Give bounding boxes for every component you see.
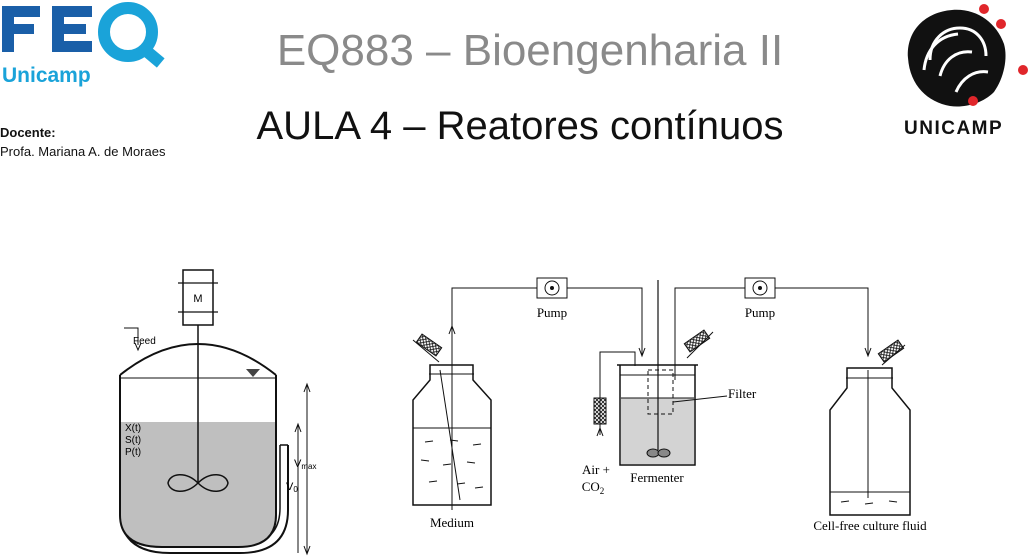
instructor-name: Profa. Mariana A. de Moraes (0, 144, 166, 159)
product-label: P(t) (125, 447, 141, 458)
instructor-label: Docente: (0, 125, 56, 140)
fermenter-label: Fermenter (630, 470, 684, 485)
reactor-liquid (120, 422, 276, 547)
medium-air-filter-icon (412, 333, 443, 363)
fermenter-vent-filter-icon (683, 329, 714, 359)
medium-feed-tube (451, 287, 537, 510)
pump-right-label: Pump (745, 305, 775, 320)
impeller-icon (167, 474, 229, 492)
feq-logo-letters (2, 2, 165, 68)
air-label: Air + (582, 462, 610, 477)
cell-free-vent-filter-icon (877, 339, 906, 366)
filter-label: Filter (728, 386, 757, 401)
pump-left-label: Pump (537, 305, 567, 320)
pump-left-icon (536, 277, 568, 299)
fermenter-vessel (617, 280, 698, 466)
biomass-label: X(t) (125, 423, 141, 434)
pump-right-icon (744, 277, 776, 299)
air-filter-icon (593, 397, 607, 425)
reactor-vessel (119, 375, 277, 548)
cell-free-label: Cell-free culture fluid (813, 518, 927, 533)
vmax-label: Vmax (294, 458, 316, 471)
unicamp-emblem (907, 4, 1028, 107)
unicamp-logo-text: UNICAMP (904, 118, 1004, 139)
level-marker-icon (246, 369, 260, 377)
feq-logo (2, 2, 165, 68)
lesson-title: AULA 4 – Reatores contínuos (256, 104, 784, 148)
course-title: EQ883 – Bioengenharia II (276, 26, 784, 75)
medium-label: Medium (430, 515, 474, 530)
substrate-label: S(t) (125, 435, 141, 446)
fed-batch-reactor-diagram: M Feed X(t) S(t) P(t) Vmax V0 (119, 269, 316, 556)
v0-label: V0 (286, 481, 298, 494)
cell-free-bottle (829, 367, 911, 516)
perfusion-system-diagram: Medium Pump Filter Fermenter Air + CO2 (412, 277, 927, 533)
feed-line (124, 327, 139, 345)
feed-label: Feed (133, 336, 156, 347)
harvest-tube (674, 287, 745, 380)
feq-logo-subtext: Unicamp (2, 64, 91, 87)
filter-element (647, 369, 674, 415)
motor-label: M (193, 293, 202, 305)
air-inlet (593, 351, 636, 437)
unicamp-logo (907, 4, 1028, 107)
co2-label: CO2 (582, 479, 605, 496)
